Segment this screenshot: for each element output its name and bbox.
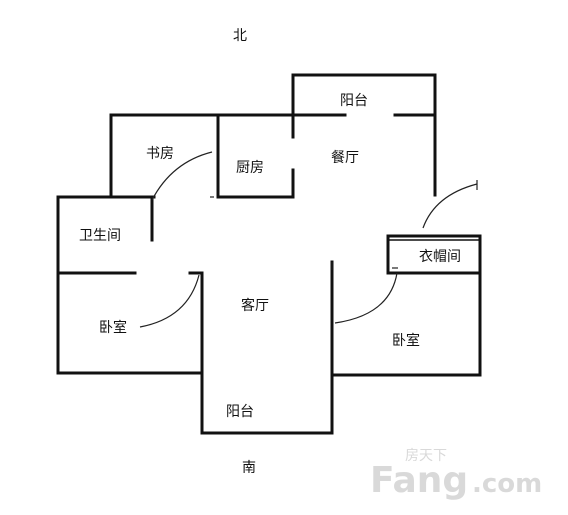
- compass-south: 南: [242, 460, 256, 476]
- label-study: 书房: [146, 146, 174, 162]
- label-bedroom-right: 卧室: [392, 332, 420, 349]
- walls: [56, 73, 482, 435]
- door-study: [151, 151, 213, 201]
- watermark-brand-cn: 房天下: [405, 448, 447, 464]
- label-balcony-north: 阳台: [340, 93, 368, 109]
- label-cloakroom: 衣帽间: [419, 249, 461, 265]
- doors: [139, 151, 478, 328]
- compass-north: 北: [233, 28, 247, 44]
- label-bedroom-left: 卧室: [99, 319, 127, 336]
- label-kitchen: 厨房: [236, 160, 264, 176]
- label-balcony-south: 阳台: [226, 404, 254, 420]
- labels: 北 阳台 书房 厨房 餐厅 卫生间 衣帽间 客厅 卧室 卧室 阳台 南: [79, 28, 461, 476]
- door-bedroom-left: [139, 274, 200, 328]
- watermark-brand-fang: Fang: [370, 460, 468, 501]
- label-living: 客厅: [241, 297, 269, 314]
- wall-study: [109, 113, 295, 197]
- label-bathroom: 卫生间: [79, 228, 121, 244]
- watermark-brand-com: .com: [472, 469, 542, 499]
- watermark: 房天下 Fang .com: [370, 448, 542, 501]
- door-bedroom-right: [334, 272, 398, 324]
- label-dining: 餐厅: [331, 150, 359, 166]
- wall-balcony-north: [291, 73, 437, 117]
- door-dining-east: [422, 183, 478, 229]
